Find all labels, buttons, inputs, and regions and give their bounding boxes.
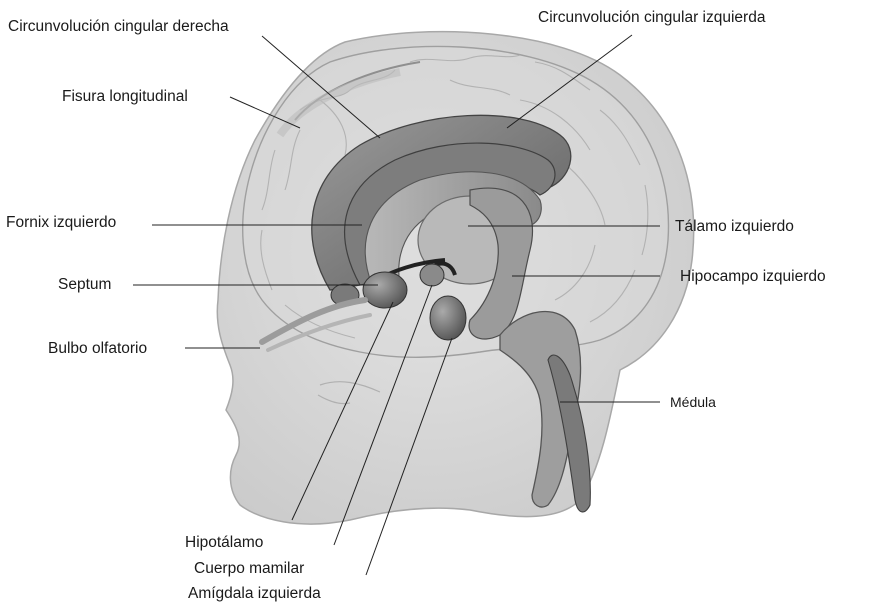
label-hypothalamus: Hipotálamo — [185, 534, 263, 552]
label-right-cingulate-gyrus: Circunvolución cingular derecha — [8, 18, 229, 36]
label-left-thalamus: Tálamo izquierdo — [675, 218, 794, 236]
label-mammillary-body: Cuerpo mamilar — [194, 560, 304, 578]
label-left-amygdala: Amígdala izquierda — [188, 585, 321, 603]
label-left-hippocampus: Hipocampo izquierdo — [680, 268, 826, 286]
label-left-fornix: Fornix izquierdo — [6, 214, 116, 232]
label-septum: Septum — [58, 276, 111, 294]
label-left-cingulate-gyrus: Circunvolución cingular izquierda — [538, 9, 765, 27]
label-olfactory-bulb: Bulbo olfatorio — [48, 340, 147, 358]
mammillary-body — [420, 264, 444, 286]
septum — [363, 272, 407, 308]
label-longitudinal-fissure: Fisura longitudinal — [62, 88, 188, 106]
label-medulla: Médula — [670, 393, 716, 411]
left-amygdala — [430, 296, 466, 340]
